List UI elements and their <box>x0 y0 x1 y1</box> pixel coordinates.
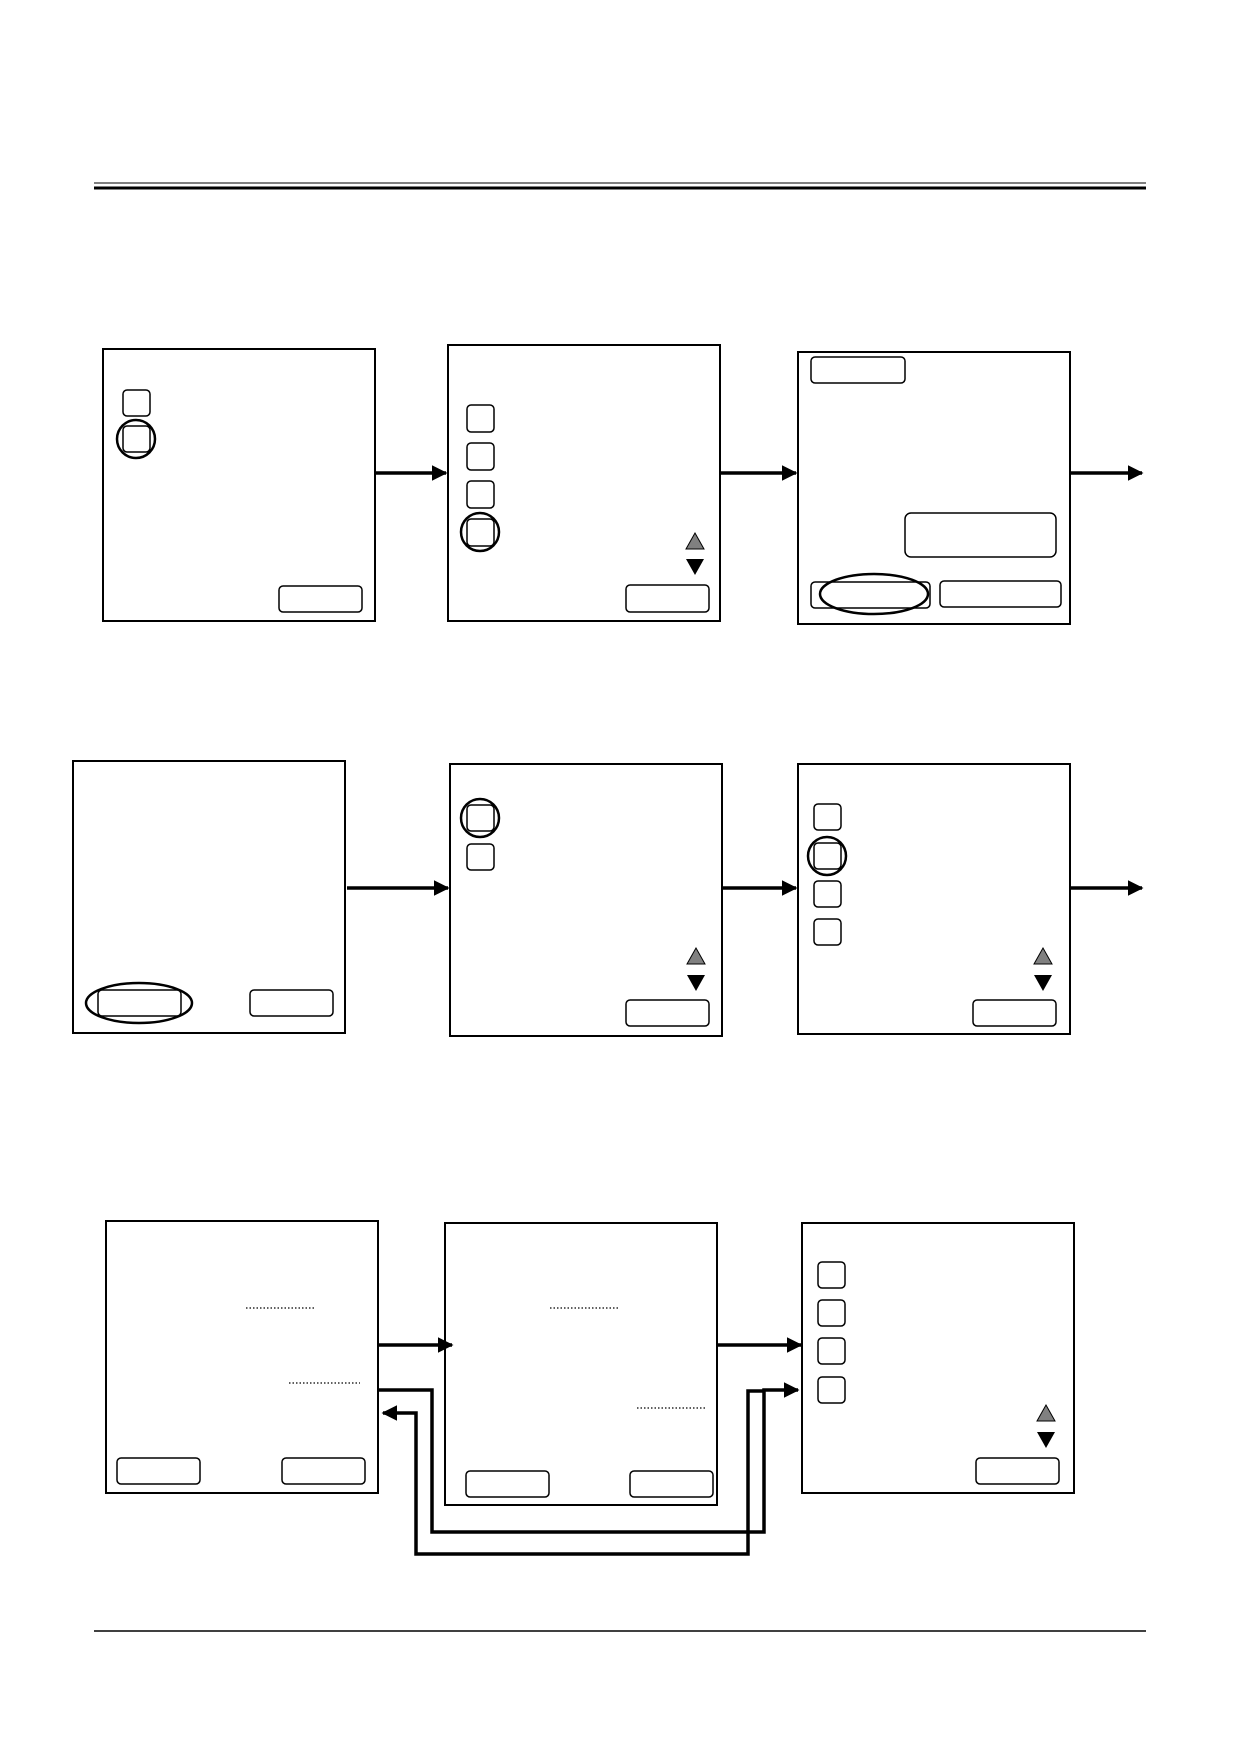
soft-key[interactable] <box>939 580 1062 608</box>
screen-1 <box>102 348 376 622</box>
return-path-inner <box>378 1382 800 1534</box>
selection-circle <box>459 511 501 553</box>
option-key[interactable] <box>817 1376 846 1404</box>
soft-key[interactable] <box>629 1470 714 1498</box>
soft-key[interactable] <box>625 999 710 1027</box>
scroll-down-icon[interactable] <box>687 975 705 991</box>
option-key[interactable] <box>122 425 151 453</box>
selection-ellipse <box>84 981 194 1025</box>
text-box <box>904 512 1057 558</box>
scroll-up-icon[interactable] <box>685 531 705 550</box>
scroll-down-icon[interactable] <box>1034 975 1052 991</box>
soft-key[interactable] <box>97 989 182 1017</box>
screen-4 <box>72 760 346 1034</box>
screen-2 <box>447 344 721 622</box>
scroll-up-icon[interactable] <box>1033 946 1053 965</box>
soft-key[interactable] <box>810 581 931 609</box>
screen-9 <box>801 1222 1075 1494</box>
soft-key[interactable] <box>249 989 334 1017</box>
soft-key[interactable] <box>975 1457 1060 1485</box>
scroll-down-icon[interactable] <box>1037 1432 1055 1448</box>
selection-circle <box>806 835 848 877</box>
option-key[interactable] <box>466 442 495 471</box>
screen-8 <box>444 1222 718 1506</box>
tab-label <box>810 356 906 384</box>
screen-7 <box>105 1220 379 1494</box>
header-rule <box>94 182 1146 190</box>
selection-ellipse <box>818 572 930 616</box>
option-key[interactable] <box>466 518 495 547</box>
scroll-up-icon[interactable] <box>686 946 706 965</box>
option-key[interactable] <box>122 389 151 417</box>
option-key[interactable] <box>466 404 495 433</box>
soft-key[interactable] <box>116 1457 201 1485</box>
option-key[interactable] <box>466 843 495 871</box>
option-key[interactable] <box>813 918 842 946</box>
soft-key[interactable] <box>281 1457 366 1485</box>
screen-6 <box>797 763 1071 1035</box>
soft-key[interactable] <box>278 585 363 613</box>
option-key[interactable] <box>817 1261 846 1289</box>
soft-key[interactable] <box>465 1470 550 1498</box>
screen-3 <box>797 351 1071 625</box>
option-key[interactable] <box>466 804 495 832</box>
scroll-down-icon[interactable] <box>686 559 704 575</box>
soft-key[interactable] <box>625 584 710 613</box>
selection-circle <box>459 797 501 839</box>
option-key[interactable] <box>813 880 842 908</box>
screen-5 <box>449 763 723 1037</box>
option-key[interactable] <box>466 480 495 509</box>
option-key[interactable] <box>817 1337 846 1365</box>
soft-key[interactable] <box>972 999 1057 1027</box>
option-key[interactable] <box>813 803 842 831</box>
option-key[interactable] <box>813 842 842 870</box>
return-path-outer <box>381 1389 765 1556</box>
scroll-up-icon[interactable] <box>1036 1403 1056 1422</box>
option-key[interactable] <box>817 1299 846 1327</box>
selection-circle <box>115 418 157 460</box>
